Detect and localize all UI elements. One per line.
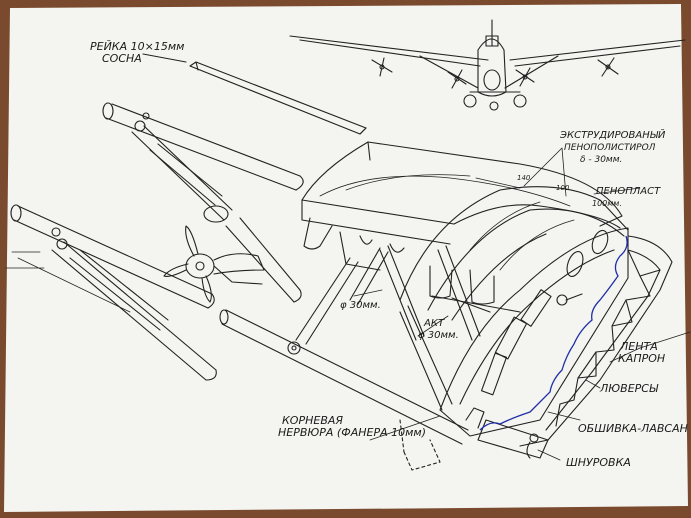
label-dim-140: 140	[517, 174, 531, 182]
truss-rib	[519, 235, 673, 459]
upper-strut	[131, 125, 302, 303]
pine-rail	[142, 53, 367, 135]
upper-spar-tube	[102, 102, 304, 191]
leader-lines	[353, 147, 691, 461]
paper-sheet	[4, 4, 688, 512]
motor-propeller	[163, 225, 265, 303]
label-pine: СОСНА	[102, 52, 142, 65]
rib-front-edge	[477, 419, 549, 459]
label-dim-100a: 100	[556, 184, 570, 192]
label-lacing: ШНУРОВКА	[566, 456, 631, 469]
frame-tubes	[295, 245, 481, 411]
label-rail: РЕЙКА 10×15мм	[90, 40, 184, 53]
label-extruded-3: δ - 30мм.	[580, 155, 622, 165]
label-dim-100b: 100мм.	[592, 199, 622, 208]
label-bulkhead-1: КОРНЕВАЯ	[282, 414, 343, 427]
label-foam: ПЕНОПЛАСТ	[596, 186, 661, 197]
label-tape-2: КАПРОН	[618, 352, 665, 365]
lower-strut	[51, 241, 217, 381]
foam-wing-block	[301, 141, 623, 313]
label-extruded-1: ЭКСТРУДИРОВАНЫЙ	[559, 128, 666, 141]
dashed-edge	[403, 439, 441, 471]
blue-lacing-line	[479, 235, 628, 431]
lower-spar-tube	[10, 204, 215, 309]
label-covering: ОБШИВКА-ЛАВСАН	[578, 422, 688, 435]
covering-panels	[399, 186, 629, 321]
root-tube	[219, 309, 469, 445]
label-tape-1: ЛЕНТА	[619, 340, 658, 353]
label-tube-akt: АКТ	[423, 318, 445, 329]
aircraft-sketch	[289, 19, 686, 111]
label-bulkhead-2: НЕРВЮРА (ФАНЕРА 10мм)	[278, 426, 426, 439]
label-tube-right: φ 30мм.	[418, 330, 459, 341]
label-tube-left: φ 30мм.	[340, 300, 381, 311]
label-extruded-2: ПЕНОПОЛИСТИРОЛ	[564, 143, 656, 153]
root-rib	[439, 227, 629, 437]
label-lugs: ЛЮВЕРСЫ	[599, 382, 659, 395]
